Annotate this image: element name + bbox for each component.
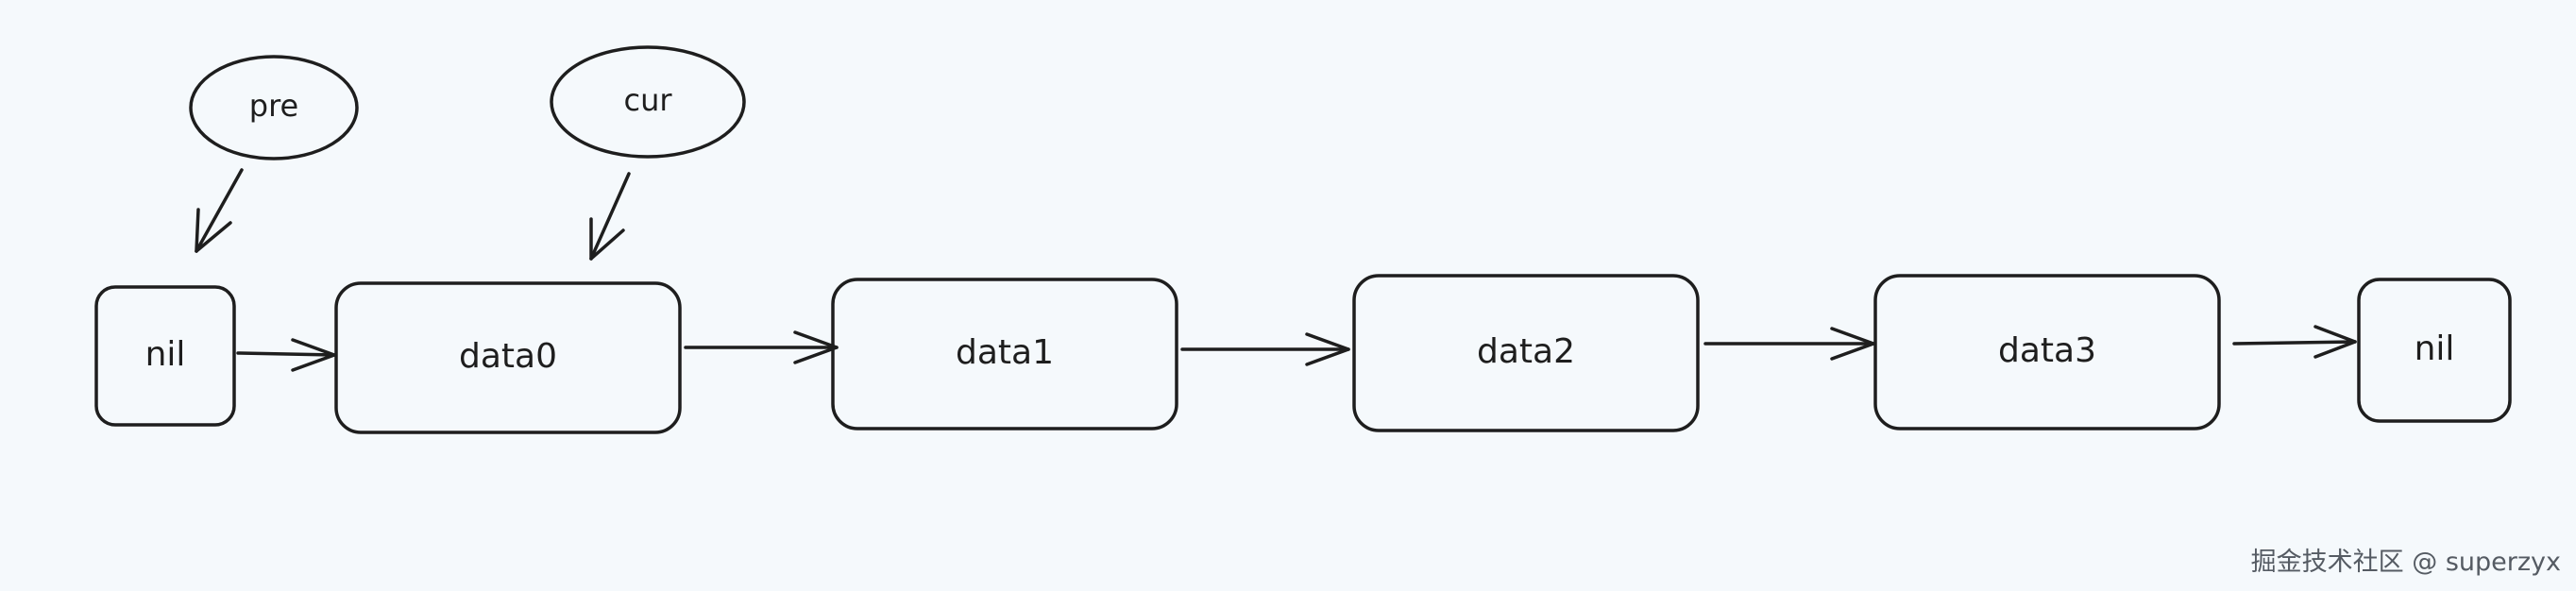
node-data0-label: data0 bbox=[459, 337, 557, 376]
node-nil-end-box bbox=[2357, 278, 2512, 423]
node-data2-label: data2 bbox=[1477, 332, 1575, 371]
node-data2: data2 bbox=[1352, 274, 1700, 432]
pointer-pre-ellipse bbox=[189, 55, 359, 160]
node-nil-end-label: nil bbox=[2415, 329, 2455, 368]
node-nil-end: nil bbox=[2357, 278, 2512, 423]
pre-to-nil-arrow bbox=[195, 168, 244, 253]
node-data3-label: data3 bbox=[1998, 331, 2096, 370]
node-data1: data1 bbox=[831, 278, 1178, 431]
node-data3-box bbox=[1873, 274, 2221, 431]
watermark: 掘金技术社区 @ superzyx bbox=[2250, 548, 2561, 577]
node-nil-start-box bbox=[94, 285, 236, 427]
edge-data3-to-nil bbox=[2232, 325, 2357, 359]
edge-data0-to-data1 bbox=[684, 330, 839, 364]
node-data0: data0 bbox=[334, 281, 682, 434]
pointer-cur-ellipse bbox=[550, 45, 746, 159]
node-nil-start-label: nil bbox=[145, 335, 186, 374]
node-data0-box bbox=[334, 281, 682, 434]
edge-nil-to-data0 bbox=[236, 338, 336, 372]
pointer-pre: pre bbox=[189, 55, 359, 160]
node-nil-start: nil bbox=[94, 285, 236, 427]
cur-to-data0-arrow bbox=[589, 172, 631, 261]
node-data2-box bbox=[1352, 274, 1700, 432]
node-data3: data3 bbox=[1873, 274, 2221, 431]
node-data1-box bbox=[831, 278, 1178, 431]
edge-data2-to-data3 bbox=[1703, 327, 1875, 361]
edge-data1-to-data2 bbox=[1180, 332, 1350, 366]
pointer-cur-label: cur bbox=[623, 82, 672, 118]
pointer-cur: cur bbox=[550, 45, 746, 159]
node-data1-label: data1 bbox=[956, 333, 1054, 372]
pointer-pre-label: pre bbox=[249, 88, 298, 124]
